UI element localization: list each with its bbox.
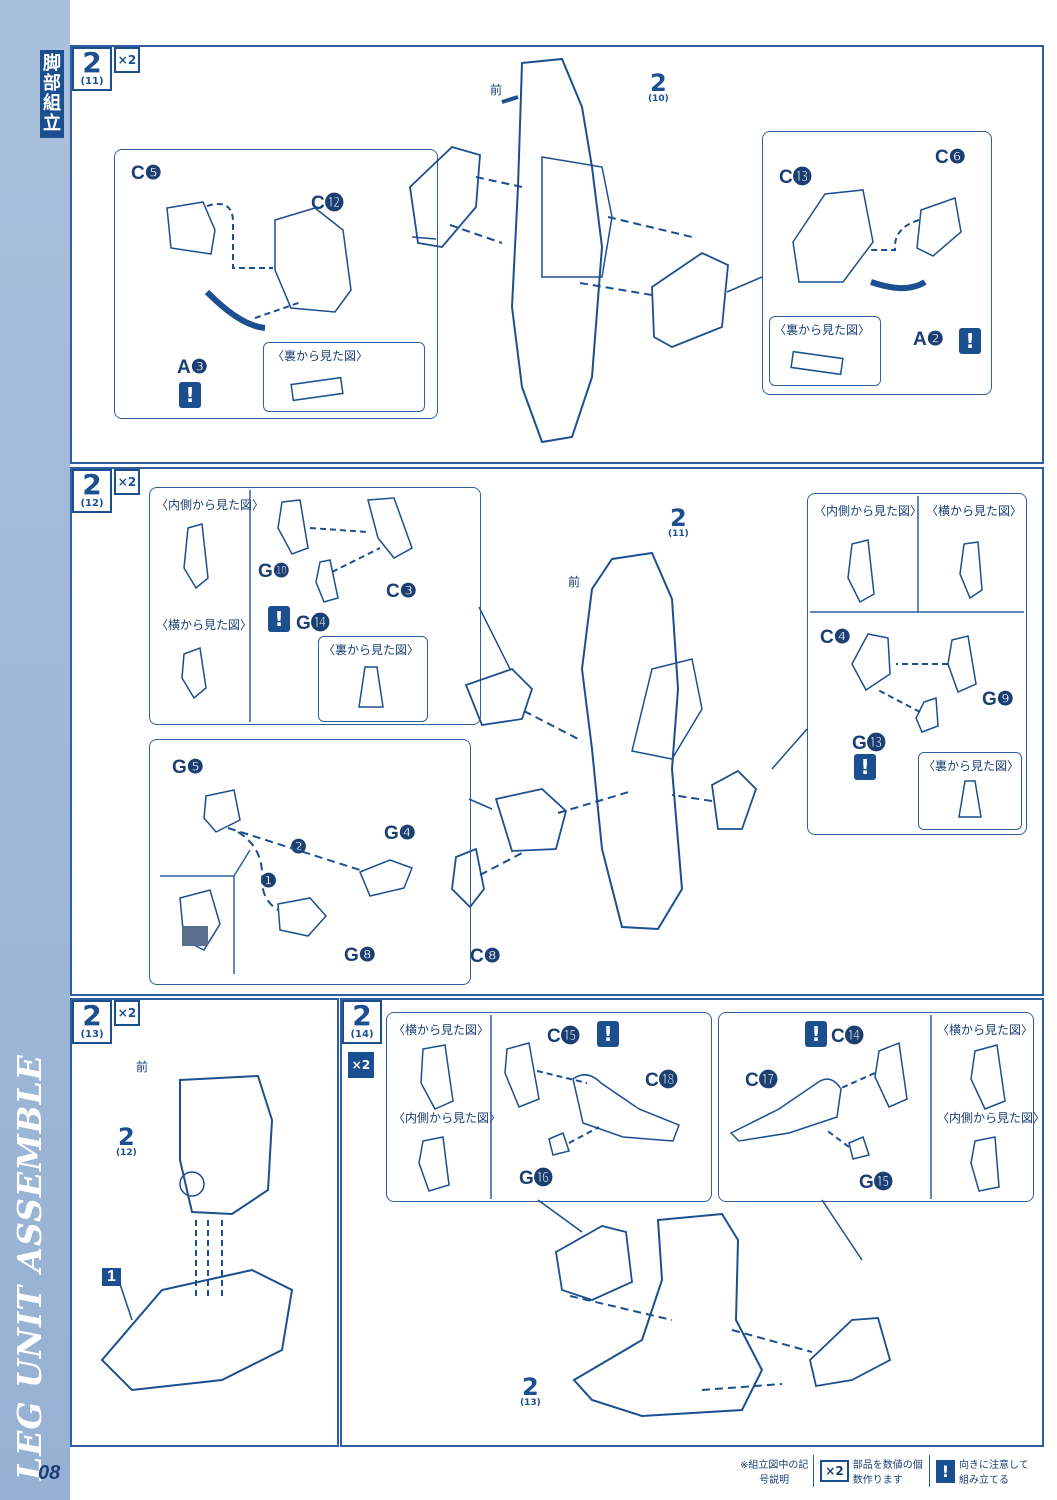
reference-step: 2(10) [648, 69, 669, 104]
parts-drawing [181, 490, 413, 722]
part-label: C❹ [820, 627, 851, 648]
detail-inset-left: 〈横から見た図〉 〈内側から見た図〉 C⓯ ! C⓲ G⓰ [386, 1012, 712, 1202]
reference-step: 2(13) [520, 1373, 541, 1408]
quantity-badge: ×2 [348, 1052, 374, 1078]
section-title: 脚部組立 [40, 50, 64, 138]
main-assembly-drawing [537, 1199, 892, 1418]
sidebar: 脚部組立 LEG UNIT ASSEMBLE 08 [0, 0, 70, 1500]
step-badge: 2(14) ×2 [342, 1000, 382, 1078]
parts-drawing [792, 189, 962, 291]
part-number: 1 [102, 1268, 121, 1286]
part-label: G⓮ [296, 613, 330, 634]
part-label: G❿ [258, 561, 290, 582]
parts-drawing [160, 789, 413, 974]
order-mark: ❶ [260, 871, 278, 892]
step-panel-3: 2(13) ×2 前 2(12) 1 [70, 998, 339, 1447]
step-panel-2: 2(12) ×2 前 2(11) 〈内側から見た図〉 〈横から見た図〉 G❿ C… [70, 467, 1044, 996]
part-label: G❽ [344, 945, 376, 966]
quantity-symbol: ×2 [820, 1460, 849, 1482]
back-view-part [290, 376, 344, 402]
part-label: C⓯ [547, 1026, 580, 1047]
caution-icon: ! [597, 1021, 619, 1047]
step-badge: 2(11) ×2 [72, 47, 140, 91]
back-view-box: 〈裏から見た図〉 [318, 636, 428, 722]
quantity-badge: ×2 [114, 469, 140, 495]
symbol-legend: ※組立図中の記号説明 ×2 部品を数値の個数作ります ! 向きに注意して組み立て… [735, 1452, 1035, 1490]
part-label: C❸ [386, 581, 417, 602]
quantity-badge: ×2 [114, 1000, 140, 1026]
part-label: A❷ [913, 329, 944, 350]
part-label: C❺ [131, 163, 162, 184]
step-panel-1: 2(11) ×2 前 2(10) C❺ C⓬ A❸ ! 〈裏から見た図〉 C⓭ … [70, 45, 1044, 464]
back-view-box: 〈裏から見た図〉 [918, 752, 1022, 830]
caution-icon: ! [268, 606, 290, 632]
part-label: G❾ [982, 689, 1014, 710]
detail-inset-right: C⓭ C❻ A❷ ! 〈裏から見た図〉 [762, 131, 992, 395]
parts-drawing [418, 1015, 680, 1199]
part-label: G⓭ [852, 733, 886, 754]
page-number: 08 [38, 1462, 61, 1484]
front-label: 前 [490, 83, 503, 97]
part-label: C⓮ [831, 1026, 864, 1047]
part-label: C⓱ [745, 1070, 778, 1091]
parts-drawing [810, 496, 1024, 733]
detail-inset-upper-left: 〈内側から見た図〉 〈横から見た図〉 G❿ C❸ ! G⓮ 〈裏から見た図〉 [149, 487, 481, 725]
main-assembly-drawing [100, 1074, 294, 1392]
part-label: G⓰ [519, 1168, 553, 1189]
part-label: C⓬ [311, 193, 344, 214]
legend-note: ※組立図中の記号説明 [739, 1460, 809, 1486]
back-view-part [358, 666, 384, 708]
detail-inset-right: ! C⓮ C⓱ G⓯ 〈横から見た図〉 〈内側から見た図〉 [718, 1012, 1045, 1202]
part-label: C⓲ [645, 1070, 678, 1091]
main-assembly-drawing [451, 551, 808, 931]
detail-inset-lower-left: G❺ G❹ G❽ ❷ ❶ [149, 739, 471, 985]
caution-icon: ! [959, 328, 981, 354]
caution-icon: ! [805, 1021, 827, 1047]
step-badge: 2(12) ×2 [72, 469, 140, 513]
reference-step: 2(12) [116, 1123, 137, 1158]
part-label: G⓯ [859, 1172, 893, 1193]
caution-icon: ! [854, 754, 876, 780]
part-label: C⓭ [779, 167, 812, 188]
reference-step: 2(11) [668, 504, 689, 539]
main-assembly-drawing [409, 57, 763, 444]
front-label: 前 [136, 1060, 149, 1074]
part-label: G❹ [384, 823, 416, 844]
parts-drawing [729, 1015, 1006, 1199]
parts-drawing [166, 201, 352, 331]
quantity-badge: ×2 [114, 47, 140, 73]
part-label: A❸ [177, 357, 208, 378]
detail-inset-upper-right: 〈内側から見た図〉 〈横から見た図〉 C❹ G❾ G⓭ ! 〈裏から見た図〉 [807, 493, 1027, 835]
back-view-box: 〈裏から見た図〉 [263, 342, 425, 412]
part-label: C❻ [935, 147, 966, 168]
vertical-heading: LEG UNIT ASSEMBLE [10, 1054, 49, 1480]
back-view-box: 〈裏から見た図〉 [769, 316, 881, 386]
caution-symbol: ! [935, 1459, 955, 1483]
caution-explanation: 向きに注意して組み立てる [959, 1460, 1029, 1486]
part-label: G❺ [172, 757, 204, 778]
caution-icon: ! [179, 382, 201, 408]
quantity-explanation: 部品を数値の個数作ります [852, 1460, 923, 1486]
step-panel-4: 2(14) ×2 〈横から見た図〉 〈内側から見た図〉 C⓯ ! C⓲ G⓰ !… [340, 998, 1045, 1447]
step-badge: 2(13) ×2 [72, 1000, 140, 1044]
detail-inset-left: C❺ C⓬ A❸ ! 〈裏から見た図〉 [114, 149, 438, 419]
front-label: 前 [568, 575, 581, 589]
back-view-part [790, 350, 844, 376]
part-label: C❽ [470, 946, 501, 967]
back-view-part [958, 780, 982, 818]
